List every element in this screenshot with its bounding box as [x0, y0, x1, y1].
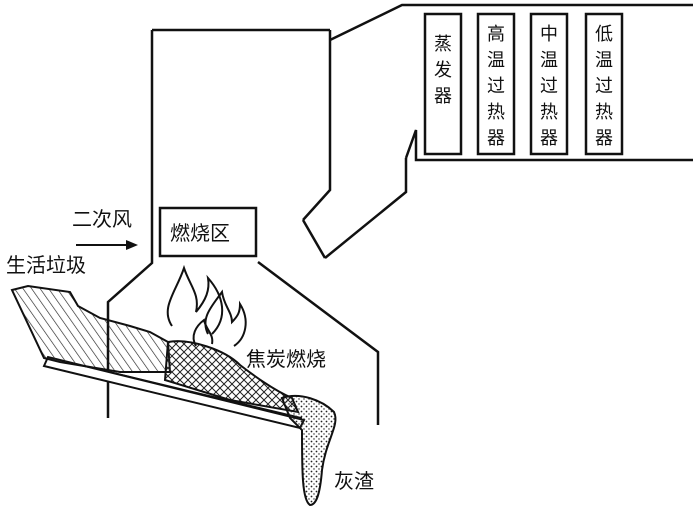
evaporator-label: 蒸 发 器 — [434, 34, 452, 107]
flue-duct-bottom — [404, 129, 693, 162]
combustion-zone-box — [158, 206, 258, 258]
svg-text:热: 热 — [595, 102, 613, 123]
svg-text:过: 过 — [540, 76, 558, 97]
svg-text:高: 高 — [487, 24, 505, 45]
evaporator-box — [423, 12, 463, 156]
svg-text:热: 热 — [540, 102, 558, 123]
svg-text:低: 低 — [595, 24, 613, 45]
secondary-air-arrow — [76, 240, 138, 250]
svg-text:发: 发 — [434, 60, 452, 81]
ash-label: 灰渣 — [334, 469, 374, 493]
secondary-air-label: 二次风 — [72, 207, 132, 231]
low-temp-superheater-label: 低 温 过 热 器 — [595, 24, 613, 149]
svg-text:蒸: 蒸 — [434, 34, 452, 55]
svg-text:器: 器 — [434, 86, 452, 107]
heat-exchanger-boxes — [423, 12, 624, 156]
svg-text:温: 温 — [540, 50, 558, 71]
furnace-right-wall — [257, 261, 380, 425]
char-combustion-label: 焦炭燃烧 — [246, 347, 326, 371]
ash-layer — [280, 394, 337, 507]
svg-text:热: 热 — [487, 102, 505, 123]
waste-layer — [10, 284, 172, 373]
svg-text:过: 过 — [595, 76, 613, 97]
low-temp-superheater-box — [584, 12, 624, 156]
msw-label: 生活垃圾 — [6, 253, 86, 277]
high-temp-superheater-label: 高 温 过 热 器 — [487, 24, 505, 149]
svg-text:器: 器 — [487, 128, 505, 149]
svg-text:器: 器 — [540, 128, 558, 149]
mid-temp-superheater-label: 中 温 过 热 器 — [540, 24, 558, 149]
svg-text:温: 温 — [595, 50, 613, 71]
combustion-zone-label: 燃烧区 — [170, 221, 230, 245]
partition-wall — [302, 30, 332, 221]
mid-temp-superheater-box — [529, 12, 569, 156]
svg-text:温: 温 — [487, 50, 505, 71]
second-pass-hopper — [324, 158, 408, 259]
flue-duct-top — [329, 3, 693, 42]
svg-text:器: 器 — [595, 128, 613, 149]
high-temp-superheater-box — [476, 12, 516, 156]
partition-tip — [301, 219, 327, 259]
flame-icon — [166, 264, 247, 347]
svg-text:中: 中 — [540, 24, 558, 45]
svg-text:过: 过 — [487, 76, 505, 97]
